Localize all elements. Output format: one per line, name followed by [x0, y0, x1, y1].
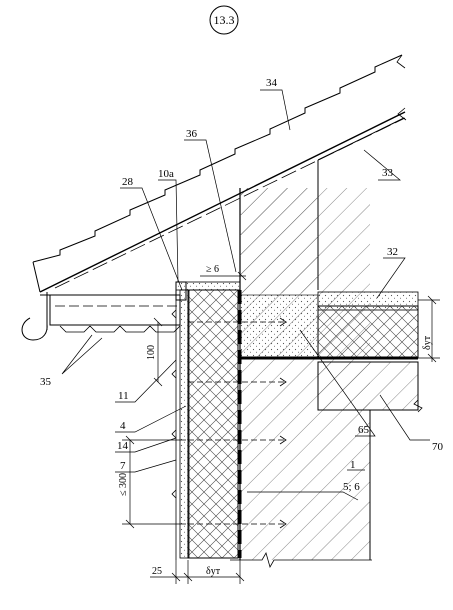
break-lines — [230, 399, 423, 569]
callout-11: 11 — [118, 390, 129, 402]
dimension-gap-min: ≥ 6 — [206, 264, 219, 275]
dimension-spacing: 100 — [146, 345, 157, 360]
callout-10a: 10a — [158, 168, 174, 180]
callout-36: 36 — [186, 128, 198, 140]
dimension-lines — [122, 271, 440, 584]
callout-28: 28 — [122, 176, 134, 188]
external-insulation — [179, 289, 242, 559]
detail-number-badge: 13.3 — [209, 5, 239, 35]
rafter — [317, 117, 405, 161]
callout-70: 70 — [432, 441, 444, 453]
detail-number: 13.3 — [214, 13, 235, 27]
callout-14: 14 — [117, 440, 129, 452]
slab-insulation — [239, 294, 319, 359]
callout-5-6: 5; 6 — [343, 481, 360, 493]
anchors — [188, 317, 287, 529]
wall-masonry — [239, 160, 371, 560]
callout-1: 1 — [350, 459, 356, 471]
callout-34: 34 — [266, 77, 278, 89]
dimension-insulation-bottom: δут — [206, 566, 221, 577]
gutter — [21, 292, 50, 341]
leader-lines — [61, 89, 430, 501]
facing-cladding — [171, 290, 177, 560]
callout-33: 33 — [382, 167, 394, 179]
callout-32: 32 — [387, 246, 398, 258]
callout-7: 7 — [120, 460, 126, 472]
ring-beam — [240, 291, 419, 411]
callout-35: 35 — [40, 376, 52, 388]
dimension-insulation-right: δут — [422, 335, 433, 350]
dimension-offset: 25 — [152, 566, 162, 577]
eave-soffit — [49, 281, 241, 333]
callout-65: 65 — [358, 424, 370, 436]
dimension-spacing-max: ≤ 300 — [118, 473, 129, 496]
callout-4: 4 — [120, 420, 126, 432]
